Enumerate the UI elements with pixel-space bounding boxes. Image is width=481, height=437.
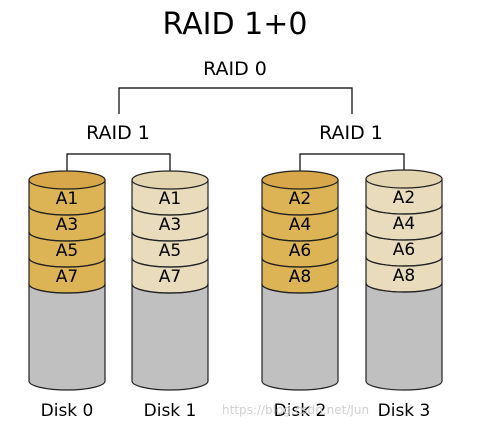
block-label: A2 — [289, 189, 311, 209]
raid1-bracket-left — [66, 153, 171, 180]
disk-label: Disk 0 — [41, 401, 94, 421]
block-label: A3 — [56, 215, 78, 235]
block-label: A1 — [56, 189, 78, 209]
block-label: A8 — [289, 267, 311, 287]
raid0-bracket — [118, 87, 353, 114]
block-label: A7 — [56, 267, 78, 287]
block-label: A3 — [159, 215, 181, 235]
disk-empty-space — [28, 283, 106, 391]
disk-empty-space — [131, 283, 209, 391]
block-separator — [28, 257, 106, 268]
block-label: A8 — [393, 266, 415, 286]
disk-top — [28, 170, 106, 190]
disk-label: Disk 3 — [378, 401, 431, 421]
raid1-label-right: RAID 1 — [319, 122, 383, 144]
block-label: A4 — [393, 214, 415, 234]
block-separator — [261, 205, 339, 216]
disk-label: Disk 2 — [274, 401, 327, 421]
disk-empty-space — [261, 283, 339, 391]
block-label: A4 — [289, 215, 311, 235]
disk-empty-space — [365, 282, 443, 391]
block-separator — [131, 257, 209, 268]
block-separator — [261, 257, 339, 268]
block-separator — [131, 231, 209, 242]
block-label: A6 — [393, 240, 415, 260]
diagram-title: RAID 1+0 — [163, 7, 308, 42]
block-separator — [131, 283, 209, 294]
block-separator — [365, 282, 443, 293]
raid1-label-left: RAID 1 — [86, 122, 150, 144]
block-label: A1 — [159, 189, 181, 209]
block-separator — [28, 231, 106, 242]
block-separator — [365, 204, 443, 215]
block-label: A5 — [159, 241, 181, 261]
block-separator — [365, 256, 443, 267]
block-label: A7 — [159, 267, 181, 287]
disk-top — [131, 170, 209, 190]
block-separator — [365, 230, 443, 241]
block-separator — [28, 205, 106, 216]
watermark: https://blog.csdn.net/Jun — [222, 403, 369, 417]
block-separator — [261, 283, 339, 294]
block-separator — [28, 283, 106, 294]
block-label: A6 — [289, 241, 311, 261]
disk-top — [365, 169, 443, 189]
block-label: A2 — [393, 188, 415, 208]
block-separator — [261, 231, 339, 242]
raid0-label: RAID 0 — [203, 58, 267, 80]
block-separator — [131, 205, 209, 216]
disk-label: Disk 1 — [144, 401, 197, 421]
block-label: A5 — [56, 241, 78, 261]
disk-top — [261, 170, 339, 190]
raid1-bracket-right — [299, 153, 405, 180]
